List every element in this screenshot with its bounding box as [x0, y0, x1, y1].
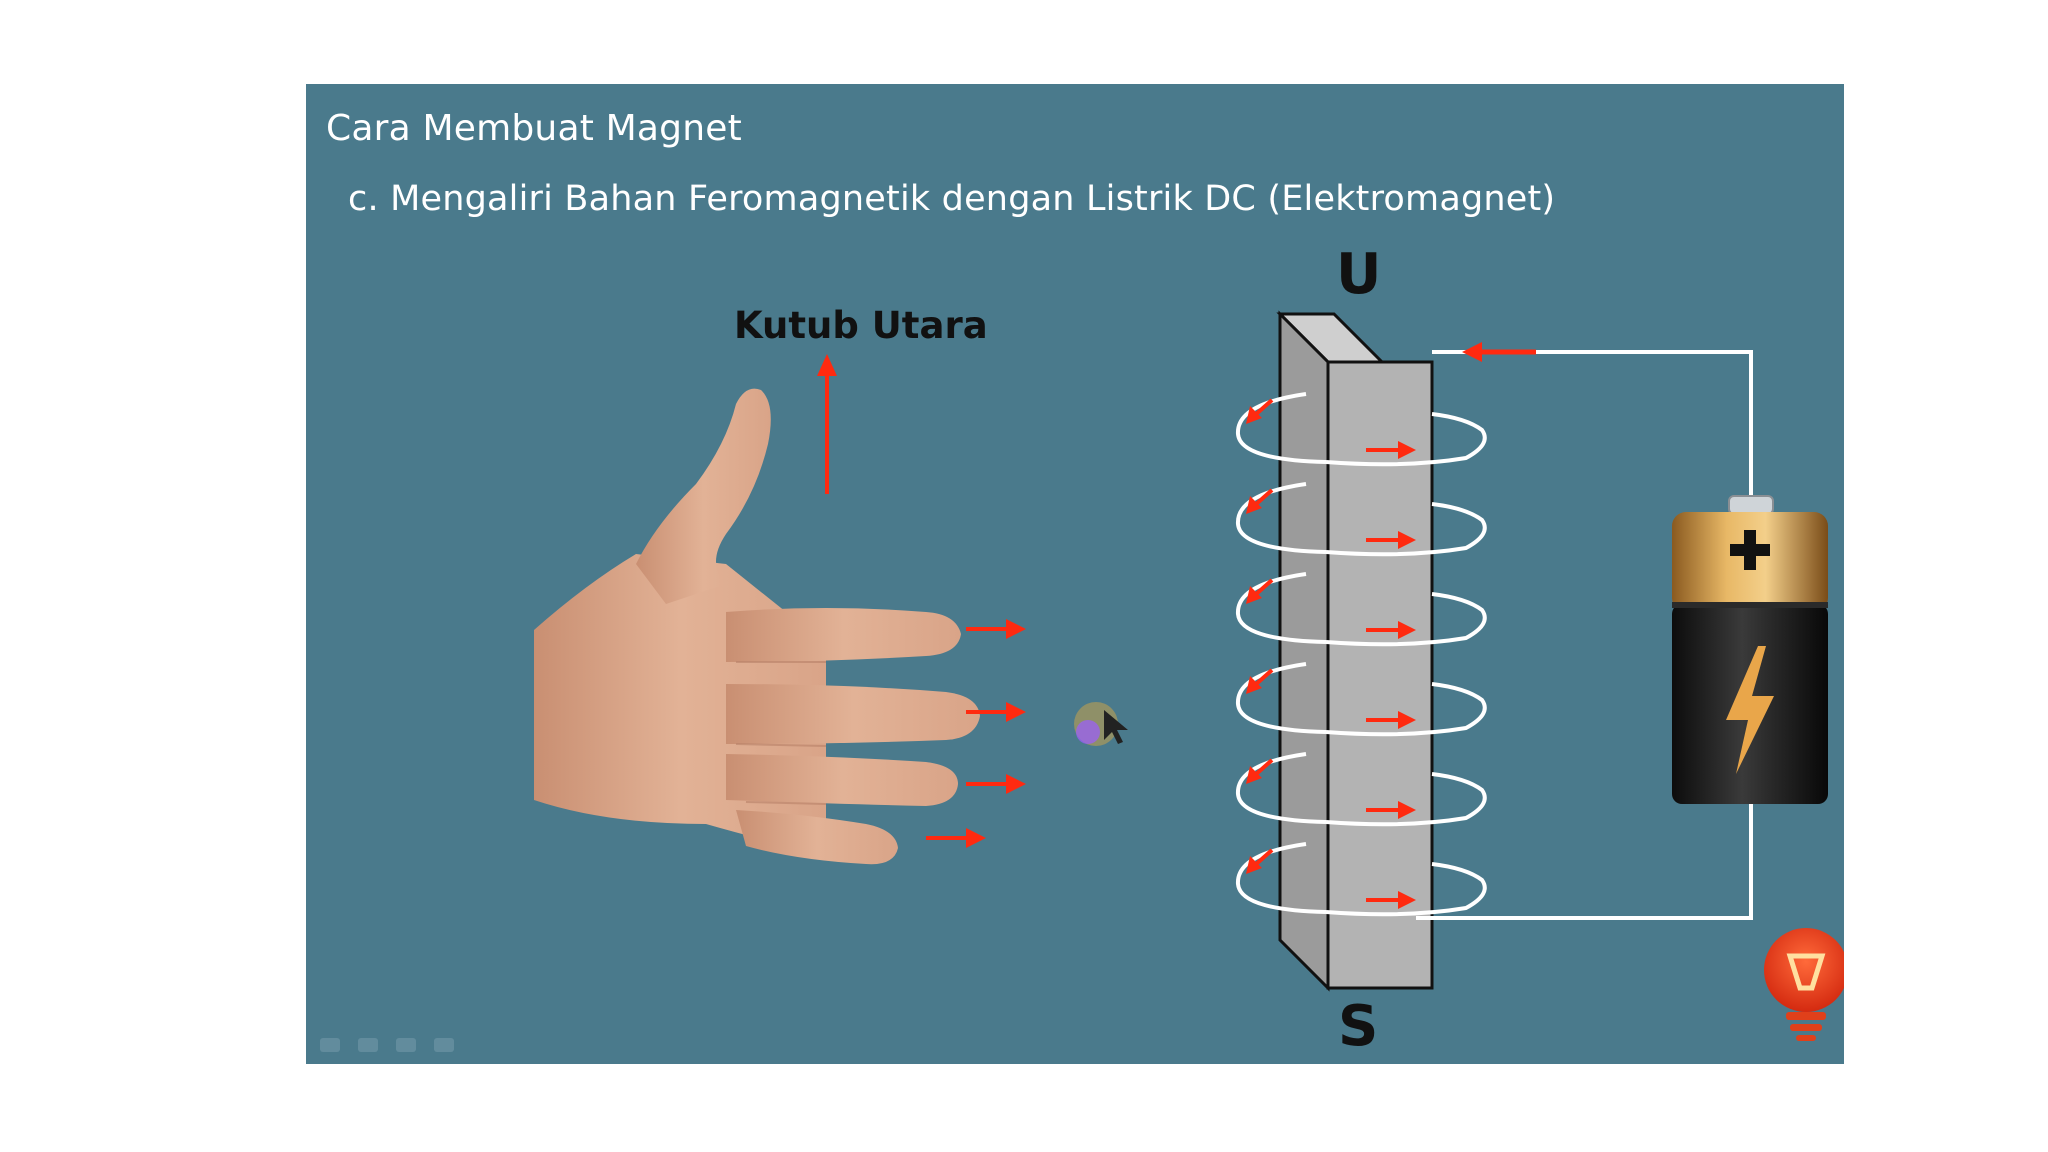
pen-icon[interactable] — [358, 1038, 378, 1052]
hand-thumb — [636, 389, 771, 604]
finger-arrow — [926, 828, 986, 848]
pole-label-north: U — [1336, 242, 1381, 307]
coil-current-arrow — [1246, 490, 1272, 514]
thumb-label-north: Kutub Utara — [734, 304, 988, 347]
lightbulb-icon — [1764, 928, 1844, 1041]
slides-icon[interactable] — [396, 1038, 416, 1052]
iron-bar-front — [1328, 362, 1432, 988]
hand-finger-little — [736, 810, 898, 864]
coil-current-arrow — [1246, 670, 1272, 694]
slide: Cara Membuat Magnet c. Mengaliri Bahan F… — [306, 84, 1844, 1064]
mouse-cursor-icon — [1074, 702, 1128, 746]
coil-current-arrow — [1246, 400, 1272, 424]
coil-current-arrow — [1246, 850, 1272, 874]
wire-top — [1432, 352, 1751, 496]
current-arrow — [1462, 342, 1536, 362]
thumb-arrow — [817, 354, 837, 494]
slideshow-toolbar — [320, 1038, 454, 1052]
wire-bottom — [1416, 804, 1751, 918]
hand-finger-index — [726, 608, 961, 662]
finger-arrow — [966, 619, 1026, 639]
pole-label-south: S — [1338, 994, 1378, 1059]
more-icon[interactable] — [434, 1038, 454, 1052]
hand-illustration — [534, 389, 1108, 865]
iron-bar-side — [1280, 314, 1328, 988]
hand-finger-middle — [726, 684, 980, 744]
coil-current-arrow — [1246, 580, 1272, 604]
prev-icon[interactable] — [320, 1038, 340, 1052]
hand-finger-ring — [726, 754, 958, 806]
battery — [1672, 496, 1828, 804]
electromagnet-diagram — [306, 84, 1844, 1064]
coil-current-arrow — [1246, 760, 1272, 784]
iron-bar — [1280, 314, 1432, 988]
battery-terminal — [1729, 496, 1773, 514]
finger-arrow — [966, 774, 1026, 794]
